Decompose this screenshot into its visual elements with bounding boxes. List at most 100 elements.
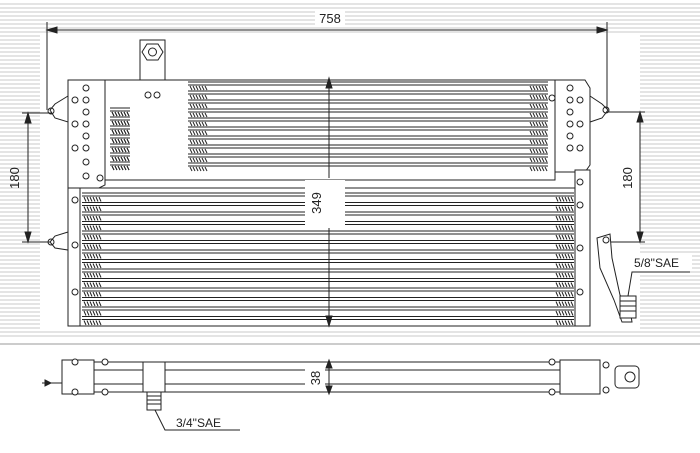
fin-hatch bbox=[83, 282, 87, 288]
fin-hatch bbox=[89, 291, 93, 297]
fin-hatch bbox=[529, 85, 533, 91]
inlet-fitting-nut bbox=[146, 391, 162, 411]
fin-hatch bbox=[538, 121, 542, 127]
fin-hatch bbox=[111, 156, 115, 162]
fin-hatch bbox=[123, 111, 127, 117]
fin-hatch bbox=[558, 244, 562, 250]
fin-hatch bbox=[561, 263, 565, 269]
fin-hatch bbox=[204, 103, 208, 109]
fin-hatch bbox=[555, 225, 559, 231]
fin-hatch bbox=[86, 206, 90, 212]
fin-hatch bbox=[86, 263, 90, 269]
fin-hatch bbox=[561, 282, 565, 288]
hex-nut bbox=[141, 43, 164, 61]
fin-hatch bbox=[201, 112, 205, 118]
mounting-hole bbox=[576, 201, 584, 209]
fin-hatch bbox=[567, 206, 571, 212]
fin-hatch bbox=[198, 157, 202, 163]
fin-hatch bbox=[95, 196, 99, 202]
fin-hatch bbox=[564, 310, 568, 316]
fin-hatch bbox=[538, 139, 542, 145]
fin-hatch bbox=[535, 94, 539, 100]
fin-hatch bbox=[544, 121, 548, 127]
fin-hatch bbox=[561, 206, 565, 212]
fin-hatch bbox=[126, 129, 130, 135]
fin-hatch bbox=[555, 253, 559, 259]
fin-hatch bbox=[98, 253, 102, 259]
mounting-hole bbox=[71, 288, 79, 296]
fin-hatch bbox=[544, 112, 548, 118]
fin-hatch bbox=[92, 244, 96, 250]
fin-hatch bbox=[192, 157, 196, 163]
mounting-hole bbox=[576, 96, 584, 104]
fin-hatch bbox=[561, 234, 565, 240]
fin-hatch bbox=[123, 147, 127, 153]
fin-hatch bbox=[192, 139, 196, 145]
fin-hatch bbox=[541, 148, 545, 154]
fin-hatch bbox=[117, 129, 121, 135]
fin-hatch bbox=[89, 272, 93, 278]
fin-hatch bbox=[535, 103, 539, 109]
mounting-hole bbox=[566, 120, 574, 128]
fin-hatch bbox=[114, 147, 118, 153]
fin-hatch bbox=[555, 196, 559, 202]
fin-hatch bbox=[83, 234, 87, 240]
fin-hatch bbox=[567, 196, 571, 202]
fin-hatch bbox=[567, 234, 571, 240]
fin-hatch bbox=[555, 291, 559, 297]
fin-hatch bbox=[555, 282, 559, 288]
fin-hatch bbox=[92, 225, 96, 231]
fin-hatch bbox=[201, 103, 205, 109]
fin-hatch bbox=[538, 94, 542, 100]
fin-hatch bbox=[114, 120, 118, 126]
left-header bbox=[67, 187, 81, 327]
fin-hatch bbox=[541, 121, 545, 127]
fin-hatch bbox=[189, 112, 193, 118]
fin-hatch bbox=[92, 253, 96, 259]
fin-hatch bbox=[570, 282, 574, 288]
fin-hatch bbox=[561, 196, 565, 202]
fin-hatch bbox=[561, 244, 565, 250]
fin-hatch bbox=[92, 234, 96, 240]
upper-core-tubes bbox=[110, 81, 548, 172]
left-height-dimension bbox=[22, 111, 52, 244]
fin-hatch bbox=[123, 129, 127, 135]
fin-hatch bbox=[120, 138, 124, 144]
fin-hatch bbox=[95, 282, 99, 288]
fin-hatch bbox=[195, 148, 199, 154]
fin-hatch bbox=[98, 225, 102, 231]
fin-hatch bbox=[195, 85, 199, 91]
mounting-hole bbox=[576, 178, 584, 186]
fin-hatch bbox=[86, 301, 90, 307]
fin-hatch bbox=[86, 234, 90, 240]
fin-hatch bbox=[126, 138, 130, 144]
fin-hatch bbox=[89, 301, 93, 307]
fin-hatch bbox=[98, 272, 102, 278]
fin-hatch bbox=[89, 234, 93, 240]
fin-hatch bbox=[564, 225, 568, 231]
fin-hatch bbox=[544, 139, 548, 145]
fin-hatch bbox=[95, 291, 99, 297]
fin-hatch bbox=[561, 301, 565, 307]
mounting-hole bbox=[82, 144, 90, 152]
fin-hatch bbox=[189, 157, 193, 163]
fin-hatch bbox=[555, 244, 559, 250]
fin-hatch bbox=[529, 148, 533, 154]
fin-hatch bbox=[564, 253, 568, 259]
fin-hatch bbox=[92, 206, 96, 212]
fin-hatch bbox=[541, 112, 545, 118]
fin-hatch bbox=[92, 272, 96, 278]
fin-hatch bbox=[544, 166, 548, 172]
fin-hatch bbox=[564, 320, 568, 326]
fin-hatch bbox=[544, 85, 548, 91]
mounting-hole bbox=[566, 132, 574, 140]
fin-hatch bbox=[114, 165, 118, 171]
mounting-hole bbox=[71, 144, 79, 152]
fin-hatch bbox=[95, 310, 99, 316]
fin-hatch bbox=[541, 103, 545, 109]
core-thickness-label: 38 bbox=[308, 371, 323, 385]
fin-hatch bbox=[570, 196, 574, 202]
inlet-leader bbox=[154, 409, 240, 431]
fin-hatch bbox=[538, 85, 542, 91]
fin-hatch bbox=[111, 120, 115, 126]
